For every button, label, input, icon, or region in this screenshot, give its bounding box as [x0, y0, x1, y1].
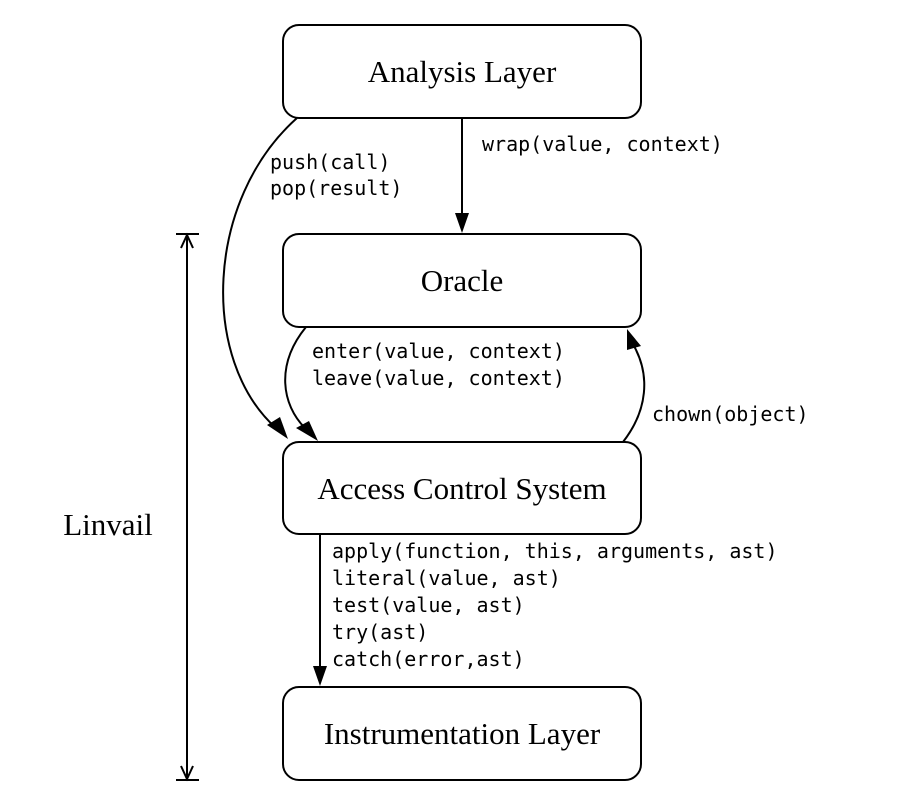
chown-arrowhead [627, 329, 641, 350]
enter-leave-arrowhead [296, 421, 318, 441]
oracle-label: Oracle [421, 263, 504, 298]
analysis-layer-label: Analysis Layer [368, 54, 557, 89]
push-pop-arrow-curve [222, 117, 298, 429]
linvail-top-arrowhead [180, 232, 194, 249]
access-control-system-label: Access Control System [317, 471, 606, 506]
test-label: test(value, ast) [332, 593, 525, 617]
enter-leave-edge: enter(value, context) leave(value, conte… [284, 326, 565, 441]
wrap-edge: wrap(value, context) [455, 118, 723, 233]
instrumentation-layer-node: Instrumentation Layer [282, 686, 642, 781]
enter-label: enter(value, context) [312, 339, 565, 363]
oracle-node: Oracle [282, 233, 642, 328]
linvail-span: Linvail [63, 232, 199, 782]
analysis-layer-node: Analysis Layer [282, 24, 642, 119]
leave-label: leave(value, context) [312, 366, 565, 390]
wrap-label: wrap(value, context) [482, 132, 723, 156]
literal-label: literal(value, ast) [332, 566, 561, 590]
instrumentation-layer-label: Instrumentation Layer [324, 716, 601, 751]
access-control-system-box [282, 441, 642, 535]
push-label: push(call) [270, 150, 390, 174]
try-label: try(ast) [332, 620, 428, 644]
push-pop-arrowhead [267, 417, 288, 439]
pop-label: pop(result) [270, 176, 402, 200]
chown-label: chown(object) [652, 402, 809, 426]
catch-label: catch(error,ast) [332, 647, 525, 671]
chown-arrow-curve [622, 345, 646, 443]
linvail-bottom-arrowhead [180, 765, 194, 782]
instrumentation-layer-box [282, 686, 642, 781]
wrap-arrowhead [455, 213, 469, 233]
linvail-label: Linvail [63, 507, 153, 542]
traps-edge: apply(function, this, arguments, ast) li… [313, 534, 778, 686]
chown-edge: chown(object) [622, 329, 809, 443]
push-pop-edge: push(call) pop(result) [222, 117, 402, 439]
access-control-system-node: Access Control System [282, 441, 642, 535]
apply-label: apply(function, this, arguments, ast) [332, 539, 778, 563]
oracle-box [282, 233, 642, 328]
traps-arrowhead [313, 666, 327, 686]
enter-leave-arrow-curve [284, 326, 307, 429]
